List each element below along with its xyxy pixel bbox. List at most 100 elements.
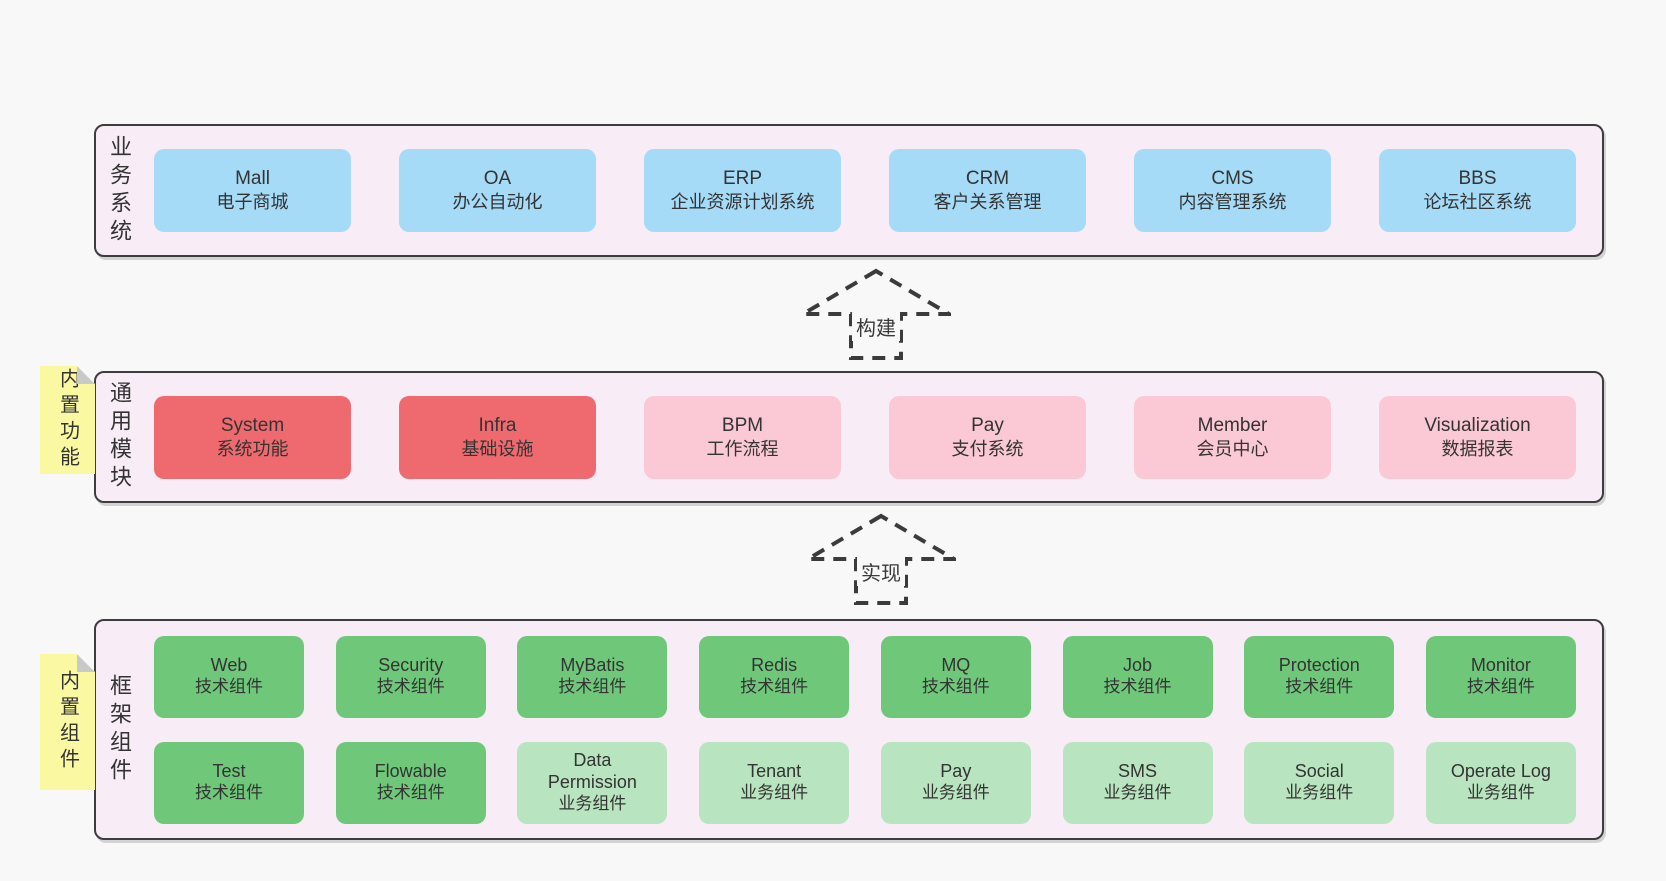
card-mybatis: MyBatis 技术组件 — [517, 635, 668, 718]
card-bpm: BPM 工作流程 — [644, 395, 841, 479]
card-security: Security 技术组件 — [335, 635, 486, 718]
panel-label-business: 业务系统 — [96, 126, 142, 255]
card-title: System — [220, 414, 285, 436]
card-title: Protection — [1278, 654, 1360, 675]
sticky-note-builtin-features: 内置功能 — [40, 366, 95, 474]
card-title: Member — [1197, 414, 1268, 436]
card-subtitle: 技术组件 — [1285, 677, 1354, 697]
card-subtitle: 业务组件 — [1285, 783, 1354, 803]
panel-label-components: 框架组件 — [96, 621, 142, 838]
card-bbs: BBS 论坛社区系统 — [1379, 149, 1576, 232]
card-subtitle: 业务组件 — [921, 783, 990, 803]
dashed-up-arrow-icon — [806, 513, 956, 605]
card-subtitle: 业务组件 — [1466, 783, 1535, 803]
card-title: Tenant — [747, 760, 802, 781]
card-subtitle: 支付系统 — [951, 438, 1024, 459]
card-title: Data Permission — [547, 750, 637, 792]
card-subtitle: 技术组件 — [195, 783, 263, 803]
card-subtitle: 电子商城 — [216, 192, 289, 213]
card-subtitle: 技术组件 — [195, 677, 263, 697]
card-operate-log: Operate Log 业务组件 — [1425, 741, 1576, 824]
modules-row: System 系统功能 Infra 基础设施 BPM 工作流程 Pay 支付系统… — [142, 373, 1602, 501]
card-cms: CMS 内容管理系统 — [1134, 149, 1331, 232]
panel-business-systems: 业务系统 Mall 电子商城 OA 办公自动化 ERP 企业资源计划系统 CRM… — [94, 124, 1604, 257]
panel-label-text: 通用模块 — [107, 381, 132, 493]
card-subtitle: 技术组件 — [376, 677, 445, 697]
card-pay: Pay 支付系统 — [889, 395, 1086, 479]
arrow-build-up: 构建 — [801, 266, 951, 363]
card-title: Web — [210, 654, 248, 675]
card-redis: Redis 技术组件 — [699, 635, 850, 718]
card-subtitle: 业务组件 — [558, 794, 627, 814]
panel-framework-components: 框架组件 Web 技术组件 Security 技术组件 MyBatis 技术组件… — [94, 619, 1604, 840]
card-title: OA — [483, 168, 512, 190]
card-subtitle: 技术组件 — [740, 677, 809, 697]
card-subtitle: 办公自动化 — [452, 192, 543, 213]
card-title: Security — [378, 654, 444, 675]
card-subtitle: 会员中心 — [1196, 438, 1269, 459]
panel-label-modules: 通用模块 — [96, 373, 142, 501]
card-subtitle: 论坛社区系统 — [1423, 192, 1532, 213]
components-grid: Web 技术组件 Security 技术组件 MyBatis 技术组件 Redi… — [142, 621, 1602, 838]
card-title: Mall — [235, 168, 270, 190]
card-title: Social — [1294, 760, 1344, 781]
card-title: CMS — [1211, 168, 1254, 190]
card-job: Job 技术组件 — [1062, 635, 1213, 718]
card-title: Job — [1123, 654, 1153, 675]
card-title: Redis — [751, 654, 798, 675]
card-title: MQ — [941, 654, 971, 675]
card-title: SMS — [1118, 760, 1158, 781]
card-social: Social 业务组件 — [1244, 741, 1395, 824]
card-title: MyBatis — [560, 654, 625, 675]
card-title: Visualization — [1424, 414, 1531, 436]
card-protection: Protection 技术组件 — [1244, 635, 1395, 718]
folded-corner-icon — [77, 366, 95, 384]
arrow-implement-up: 实现 — [806, 511, 956, 608]
card-mall: Mall 电子商城 — [154, 149, 351, 232]
panel-label-text: 业务系统 — [107, 134, 132, 247]
card-title: Infra — [478, 414, 517, 436]
card-web: Web 技术组件 — [154, 635, 304, 718]
card-infra: Infra 基础设施 — [399, 395, 596, 479]
card-subtitle: 系统功能 — [216, 438, 289, 459]
card-subtitle: 业务组件 — [740, 783, 809, 803]
card-pay-component: Pay 业务组件 — [880, 741, 1031, 824]
card-flowable: Flowable 技术组件 — [335, 741, 486, 824]
card-title: BPM — [721, 414, 764, 436]
card-subtitle: 技术组件 — [558, 677, 627, 697]
card-subtitle: 数据报表 — [1441, 438, 1514, 459]
card-subtitle: 客户关系管理 — [933, 192, 1042, 213]
sticky-note-builtin-components: 内置组件 — [40, 654, 95, 790]
card-title: Pay — [971, 414, 1004, 436]
card-subtitle: 工作流程 — [706, 438, 779, 459]
arrow-implement-label: 实现 — [857, 557, 905, 586]
card-subtitle: 技术组件 — [1466, 677, 1535, 697]
card-visualization: Visualization 数据报表 — [1379, 395, 1576, 479]
card-title: Pay — [940, 760, 972, 781]
panel-label-text: 框架组件 — [107, 673, 132, 786]
sticky-text: 内置功能 — [56, 368, 79, 472]
card-erp: ERP 企业资源计划系统 — [644, 149, 841, 232]
card-subtitle: 企业资源计划系统 — [670, 192, 815, 213]
card-member: Member 会员中心 — [1134, 395, 1331, 479]
folded-corner-icon — [77, 654, 95, 672]
card-subtitle: 基础设施 — [461, 438, 534, 459]
card-subtitle: 业务组件 — [1103, 783, 1172, 803]
card-subtitle: 技术组件 — [921, 677, 990, 697]
card-sms: SMS 业务组件 — [1062, 741, 1213, 824]
card-title: ERP — [722, 168, 763, 190]
card-title: Operate Log — [1450, 760, 1551, 781]
business-row: Mall 电子商城 OA 办公自动化 ERP 企业资源计划系统 CRM 客户关系… — [142, 126, 1602, 255]
dashed-up-arrow-icon — [801, 268, 951, 360]
card-mq: MQ 技术组件 — [880, 635, 1031, 718]
card-crm: CRM 客户关系管理 — [889, 149, 1086, 232]
card-oa: OA 办公自动化 — [399, 149, 596, 232]
card-data-permission: Data Permission 业务组件 — [517, 741, 668, 824]
arrow-build-label: 构建 — [852, 312, 900, 341]
card-title: Test — [212, 760, 246, 781]
card-subtitle: 技术组件 — [1103, 677, 1172, 697]
card-title: BBS — [1458, 168, 1497, 190]
card-title: CRM — [965, 168, 1010, 190]
sticky-text: 内置组件 — [56, 670, 79, 774]
card-test: Test 技术组件 — [154, 741, 304, 824]
